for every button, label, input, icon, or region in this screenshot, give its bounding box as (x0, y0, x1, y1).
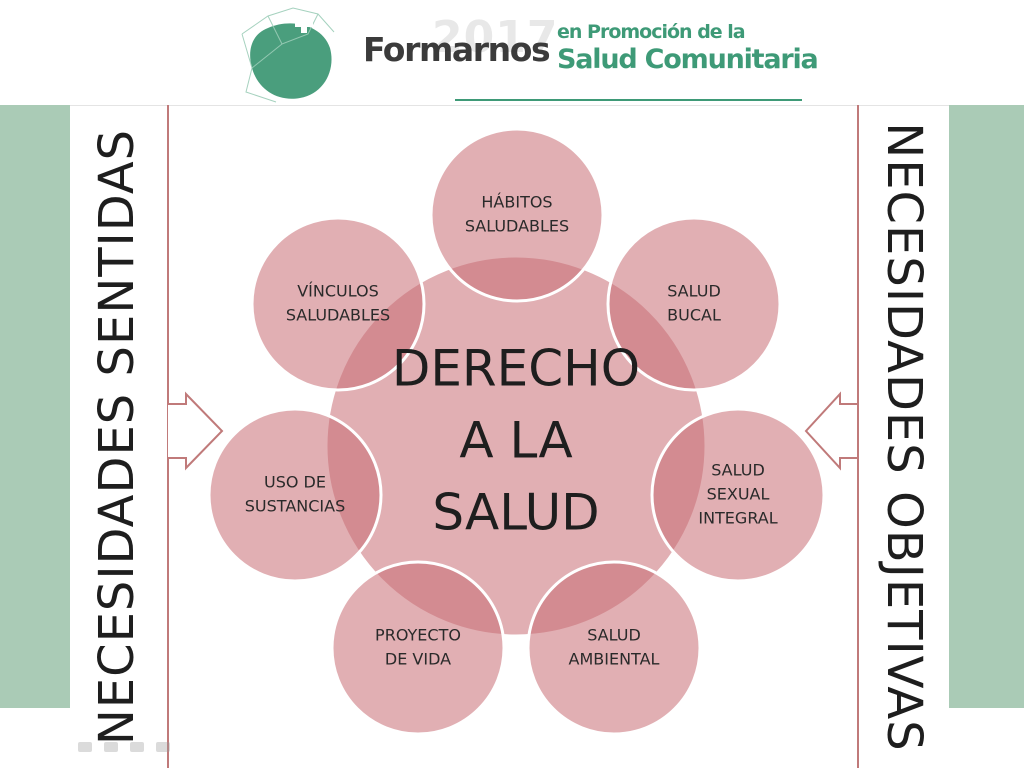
satellite-label: PROYECTO DE VIDA (375, 626, 461, 669)
slide-nav-controls[interactable] (78, 742, 170, 756)
center-label-line: A LA (459, 412, 572, 470)
satellite-label-line: SALUD (587, 626, 641, 645)
satellite-circle (526, 560, 702, 736)
satellite-label-line: USO DE (264, 473, 326, 492)
brand-name: Formarnos (363, 30, 551, 69)
side-band-left (0, 105, 70, 708)
year-watermark: 2017 (432, 12, 559, 63)
satellite-label-line: BUCAL (667, 306, 721, 325)
satellite-circle (429, 127, 605, 303)
center-label-line: SALUD (432, 484, 599, 542)
side-band-right (949, 105, 1024, 708)
satellite-label-line: DE VIDA (385, 650, 451, 669)
satellite-label-line: SALUDABLES (465, 217, 569, 236)
header-divider (455, 99, 802, 101)
next-slide-icon[interactable] (156, 742, 170, 752)
right-label-box (857, 105, 951, 768)
header: 2017 Formarnos en Promoción de la Salud … (0, 0, 1024, 105)
logo-icon (241, 7, 335, 103)
satellite-circle (330, 560, 506, 736)
satellite-label-line: SALUD (711, 461, 765, 480)
brand-tagline-line1: en Promoción de la (557, 21, 746, 43)
menu-icon[interactable] (130, 742, 144, 752)
prev-slide-icon[interactable] (78, 742, 92, 752)
center-label: DERECHO A LA SALUD (392, 340, 640, 542)
satellite-label: VÍNCULOS SALUDABLES (286, 282, 390, 325)
satellite-circle (207, 407, 383, 583)
brand-tagline-line2: Salud Comunitaria (557, 44, 819, 75)
satellite-circle (650, 407, 826, 583)
satellite-label-line: SALUDABLES (286, 306, 390, 325)
arrow-right-icon (168, 391, 224, 471)
satellite-label-line: SEXUAL (707, 485, 770, 504)
satellite-label-line: AMBIENTAL (569, 650, 660, 669)
satellite-label: SALUD SEXUAL INTEGRAL (698, 461, 777, 528)
arrow-left-icon (804, 391, 857, 471)
satellite-label-line: SALUD (667, 282, 721, 301)
satellite-label: USO DE SUSTANCIAS (245, 473, 345, 516)
satellite-label-line: SUSTANCIAS (245, 497, 345, 516)
satellite-label-line: HÁBITOS (481, 193, 552, 212)
satellite-label: SALUD BUCAL (667, 282, 721, 325)
center-label-line: DERECHO (392, 340, 640, 398)
satellite-label-line: INTEGRAL (698, 509, 777, 528)
satellite-circle (606, 216, 782, 392)
satellite-label: SALUD AMBIENTAL (569, 626, 660, 669)
satellite-label: HÁBITOS SALUDABLES (465, 193, 569, 236)
satellite-circle (250, 216, 426, 392)
satellite-label-line: VÍNCULOS (297, 282, 379, 301)
pen-icon[interactable] (104, 742, 118, 752)
satellite-label-line: PROYECTO (375, 626, 461, 645)
